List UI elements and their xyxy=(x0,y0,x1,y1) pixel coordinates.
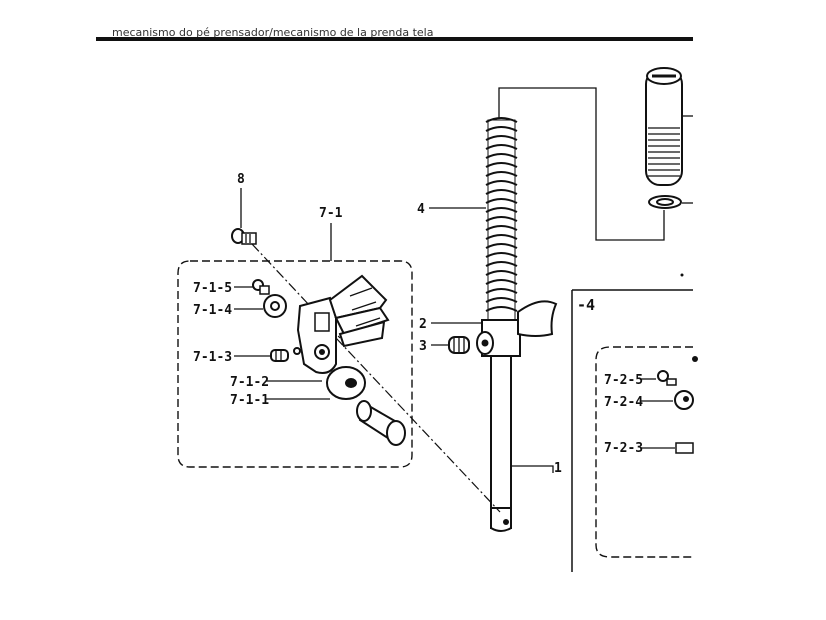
right-panel-title: -4 xyxy=(577,296,595,314)
leader-1 xyxy=(511,465,554,473)
foot-slot xyxy=(314,312,330,332)
screw-7-2-5-head xyxy=(657,370,669,382)
label-7-1-1: 7-1-1 xyxy=(230,393,269,408)
detail-bracket xyxy=(498,87,665,241)
guide-wing xyxy=(517,300,558,337)
label-3: 3 xyxy=(419,339,427,354)
label-7-2-5: 7-2-5 xyxy=(604,373,643,388)
setscrew-7-1-3 xyxy=(270,349,289,362)
screw-7-1-5-shank xyxy=(259,285,270,295)
screw-8-shank xyxy=(241,232,257,245)
header-rule xyxy=(96,37,693,41)
foot-hole-center xyxy=(319,349,325,355)
speck xyxy=(680,273,684,277)
label-8: 8 xyxy=(237,172,245,187)
axis-line-foot xyxy=(335,337,501,513)
setscrew-7-2-3 xyxy=(675,442,694,454)
presser-bar-assembly: 4 2 3 1 xyxy=(417,117,562,532)
axis-line-8 xyxy=(251,243,341,339)
foot-lower-claw xyxy=(338,320,386,348)
group-7-1: 7-1 8 7-1-5 7-1-4 7-1-3 7-1-2 7-1-1 xyxy=(177,172,501,513)
label-7-1-3: 7-1-3 xyxy=(193,350,232,365)
label-7-1-4: 7-1-4 xyxy=(193,303,232,318)
right-panel: -4 7-2-5 7-2-4 7-2-3 xyxy=(571,289,698,572)
spring-4 xyxy=(485,117,518,321)
hinge-pin-head xyxy=(356,400,372,422)
label-7-1: 7-1 xyxy=(319,206,343,221)
nut-washer-hole xyxy=(656,198,674,206)
subgroup-7-2-outline xyxy=(595,346,693,558)
label-7-2-3-text: 7-2-3 xyxy=(604,441,643,456)
label-7-1-5: 7-1-5 xyxy=(193,281,232,296)
dot-marker xyxy=(692,356,698,362)
screw-7-2-5-shank xyxy=(666,378,677,386)
label-7-2-4: 7-2-4 xyxy=(604,395,643,410)
label-4: 4 xyxy=(417,202,425,217)
label-1: 1 xyxy=(554,461,562,476)
hinge-pin-end xyxy=(386,420,406,446)
group-7-1-outline xyxy=(177,260,413,468)
label-2: 2 xyxy=(419,317,427,332)
hinge-collar-hole xyxy=(345,378,357,388)
setscrew-7-1-3-dot xyxy=(293,347,301,355)
label-7-1-2: 7-1-2 xyxy=(230,375,269,390)
page-header: mecanismo do pé prensador/mecanismo de l… xyxy=(96,26,693,41)
setscrew-3-thread xyxy=(453,338,465,352)
regulator-thread xyxy=(648,127,680,177)
foot-mid-claw xyxy=(334,306,390,336)
guide-screw-dot xyxy=(481,339,489,347)
washer-7-2-4-hole xyxy=(683,396,689,402)
presser-bar-tip xyxy=(490,507,512,532)
setscrew-7-1-3-thread xyxy=(275,351,282,360)
screw-8-thread xyxy=(245,234,251,243)
washer-7-1-4-hole xyxy=(270,301,280,311)
presser-bar-hole xyxy=(503,519,509,525)
foot-top-claw xyxy=(328,274,388,320)
header-text: mecanismo do pé prensador/mecanismo de l… xyxy=(112,26,433,39)
foot-claw-ridges xyxy=(349,287,381,327)
spring-detail xyxy=(498,67,693,241)
foot-body xyxy=(296,296,337,374)
